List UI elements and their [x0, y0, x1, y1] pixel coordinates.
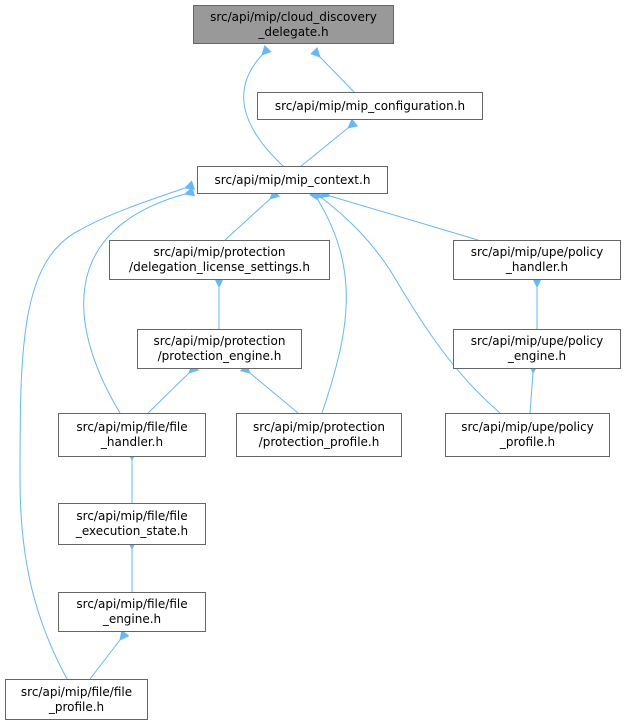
node-upe-policy-profile[interactable]: src/api/mip/upe/policy _profile.h: [445, 413, 610, 457]
node-delegation-license-settings[interactable]: src/api/mip/protection /delegation_licen…: [109, 240, 330, 280]
edge-context-to-configuration: [299, 118, 359, 168]
node-label-line1: src/api/mip/protection: [253, 420, 385, 434]
node-label-line2: /protection_profile.h: [258, 435, 380, 449]
node-label-line2: _engine.h: [507, 349, 567, 363]
edge-file-handler-to-context: [83, 186, 196, 414]
edge-protection-profile-to-protection-engine: [239, 363, 299, 414]
node-file-profile[interactable]: src/api/mip/file/file _profile.h: [5, 679, 148, 720]
node-label-line2: _delegate.h: [258, 24, 329, 39]
edge-policy-profile-to-context: [311, 188, 501, 414]
edge-delegation-to-context: [224, 189, 281, 241]
node-mip-context[interactable]: src/api/mip/mip_context.h: [197, 166, 388, 194]
node-label-line2: /protection_engine.h: [157, 349, 282, 363]
node-file-handler[interactable]: src/api/mip/file/file _handler.h: [58, 413, 206, 457]
edge-policy-handler-to-context: [319, 188, 479, 241]
node-label-line2: _profile.h: [499, 435, 556, 449]
node-protection-engine[interactable]: src/api/mip/protection /protection_engin…: [137, 329, 302, 369]
node-label-line2: _profile.h: [48, 699, 105, 714]
node-label-line2: _engine.h: [102, 612, 162, 626]
node-label-line1: src/api/mip/file/file: [76, 509, 188, 523]
node-label-line2: _execution_state.h: [75, 524, 189, 538]
node-label-line1: src/api/mip/upe/policy: [470, 334, 604, 348]
node-file-engine[interactable]: src/api/mip/file/file _engine.h: [58, 592, 206, 632]
node-file-execution-state[interactable]: src/api/mip/file/file _execution_state.h: [58, 503, 206, 545]
edge-file-profile-to-context: [19, 180, 196, 680]
node-upe-policy-handler[interactable]: src/api/mip/upe/policy _handler.h: [453, 240, 621, 280]
edge-context-to-cloud-discovery: [243, 44, 285, 168]
node-cloud-discovery-delegate[interactable]: src/api/mip/cloud_discovery _delegate.h: [193, 5, 394, 44]
edge-protection-profile-to-context: [309, 189, 347, 414]
node-label-line1: src/api/mip/file/file: [76, 420, 188, 434]
node-label-line1: src/api/mip/protection: [153, 334, 286, 348]
node-label-line2: _handler.h: [505, 260, 569, 274]
node-label-line1: src/api/mip/cloud_discovery: [210, 9, 377, 24]
node-label-line1: src/api/mip/upe/policy: [470, 245, 604, 259]
node-label-line1: src/api/mip/upe/policy: [461, 420, 594, 434]
node-mip-configuration[interactable]: src/api/mip/mip_configuration.h: [257, 92, 483, 120]
node-label-line2: _handler.h: [100, 435, 164, 449]
node-label-line1: src/api/mip/file/file: [76, 597, 188, 611]
node-label-line1: src/api/mip/file/file: [20, 684, 133, 699]
node-protection-profile[interactable]: src/api/mip/protection /protection_profi…: [236, 413, 402, 457]
node-upe-policy-engine[interactable]: src/api/mip/upe/policy _engine.h: [453, 329, 621, 369]
node-label-line1: src/api/mip/protection: [153, 245, 286, 259]
edge-policy-profile-to-policy-engine: [528, 363, 539, 414]
edge-configuration-to-cloud-discovery: [310, 47, 356, 94]
node-label-line1: src/api/mip/mip_configuration.h: [274, 98, 466, 113]
edge-file-profile-to-file-engine: [89, 629, 130, 680]
edge-file-handler-to-protection-engine: [147, 363, 199, 414]
node-label-line2: /delegation_license_settings.h: [129, 260, 310, 274]
node-label-line1: src/api/mip/mip_context.h: [214, 172, 371, 187]
